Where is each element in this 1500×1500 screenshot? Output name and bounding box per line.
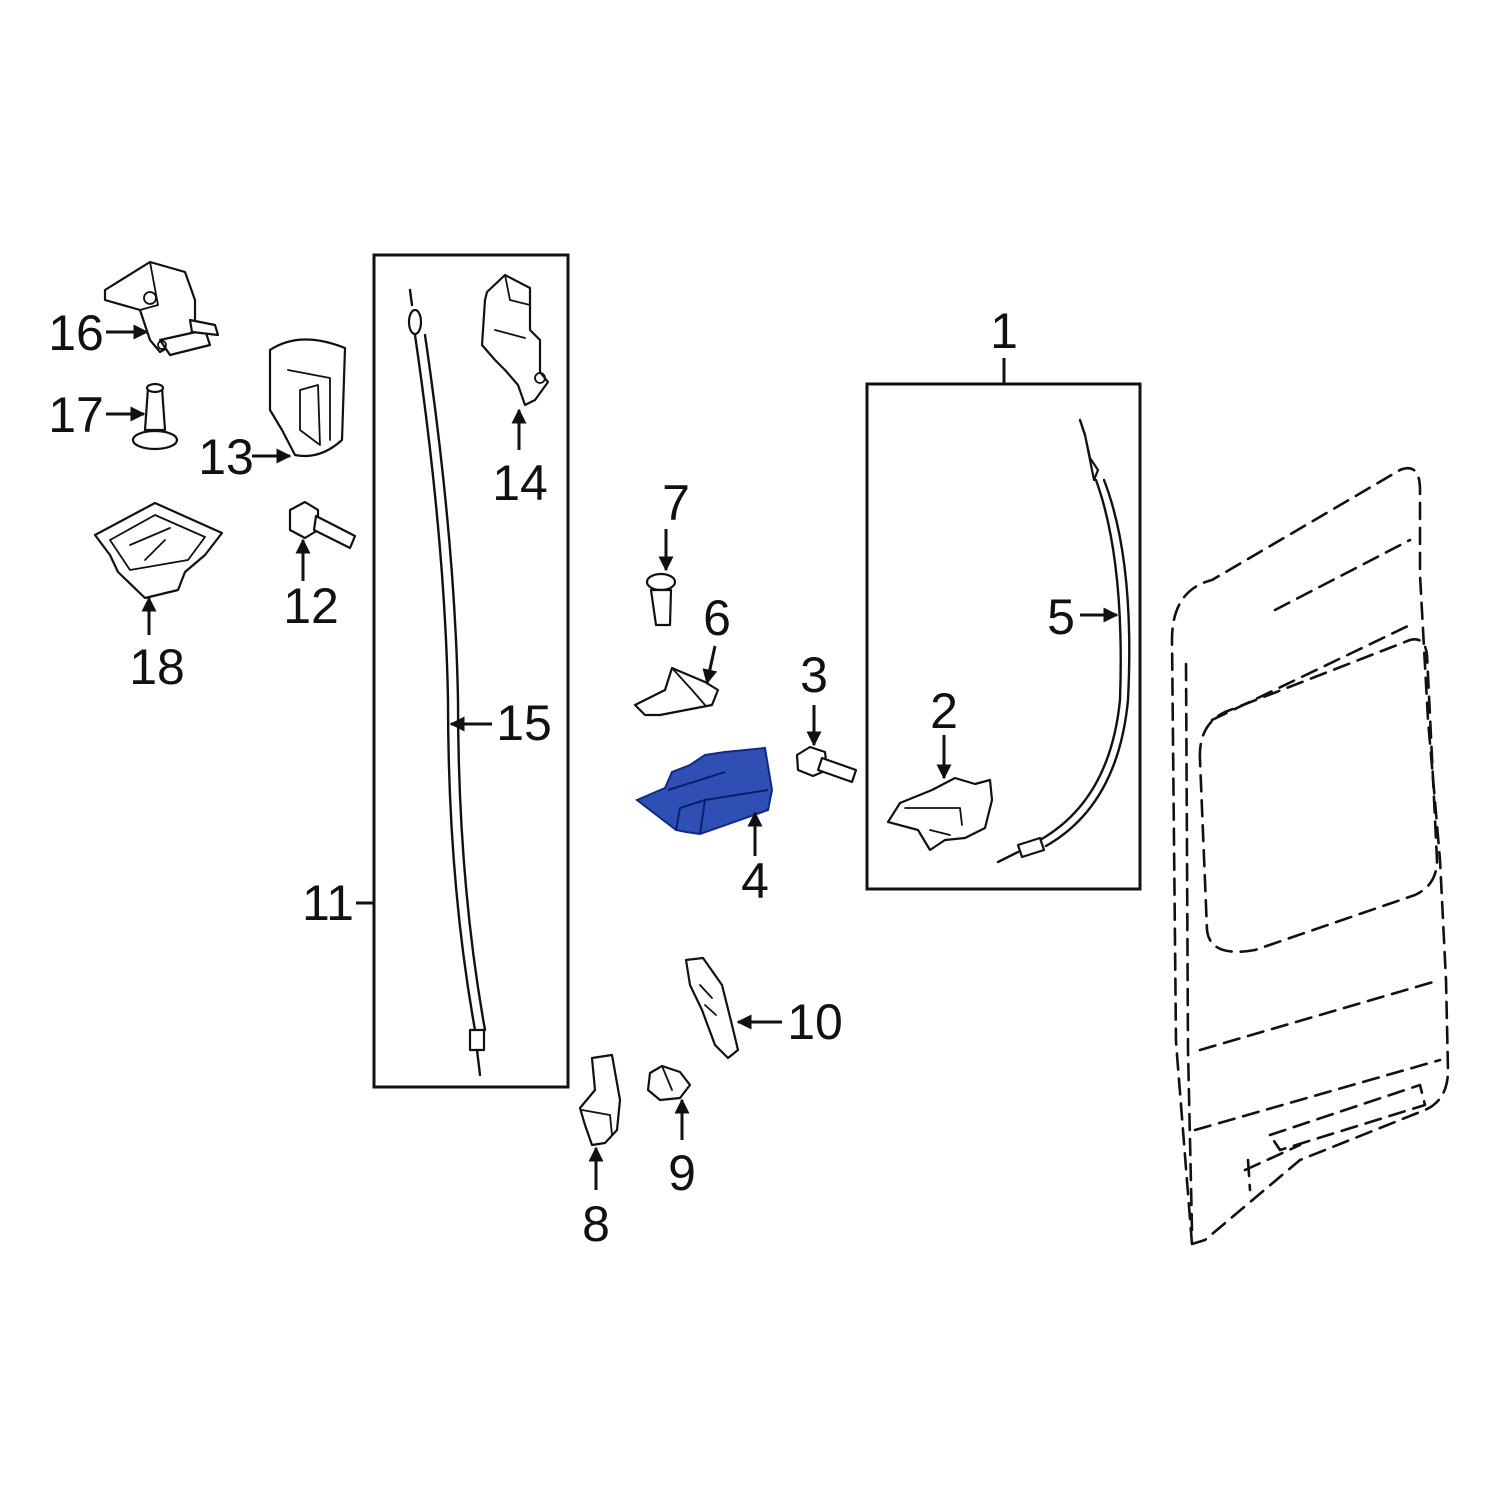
callout-5: 5 xyxy=(1047,589,1075,645)
callout-11: 11 xyxy=(302,875,354,931)
callout-3: 3 xyxy=(800,647,828,703)
part-17-pin xyxy=(131,382,179,451)
part-15-rod xyxy=(407,288,487,1077)
callout-18: 18 xyxy=(129,639,185,695)
part-8-clip xyxy=(578,1053,622,1147)
part-2-latch xyxy=(886,776,994,852)
part-16-hinge-bracket xyxy=(103,260,220,357)
callout-6: 6 xyxy=(703,590,731,646)
part-12-bolt xyxy=(288,500,357,550)
part-10-lever xyxy=(684,956,740,1060)
callout-12: 12 xyxy=(283,578,339,634)
rear-door-outline xyxy=(1170,466,1450,1246)
part-18-pocket xyxy=(93,501,224,600)
callout-16: 16 xyxy=(48,305,104,361)
callout-13: 13 xyxy=(198,429,254,485)
callout-7: 7 xyxy=(662,475,690,531)
part-6-bracket xyxy=(633,666,720,717)
part-4-handle xyxy=(635,746,774,836)
callout-8: 8 xyxy=(582,1196,610,1252)
callout-15: 15 xyxy=(496,695,552,751)
leader-arrows xyxy=(106,324,1119,1190)
callout-2: 2 xyxy=(930,683,958,739)
part-9-screw xyxy=(646,1064,692,1102)
group-box-11 xyxy=(372,253,570,1089)
callout-9: 9 xyxy=(668,1145,696,1201)
part-5-cable xyxy=(996,418,1131,864)
callout-17: 17 xyxy=(48,387,104,443)
part-13-cover xyxy=(268,338,347,458)
callout-1: 1 xyxy=(990,303,1018,359)
callout-14: 14 xyxy=(492,455,548,511)
callout-4: 4 xyxy=(741,853,769,909)
part-7-pin xyxy=(645,572,677,627)
part-14-latch-block xyxy=(480,273,550,407)
part-3-bolt xyxy=(795,745,858,784)
callout-10: 10 xyxy=(787,994,843,1050)
